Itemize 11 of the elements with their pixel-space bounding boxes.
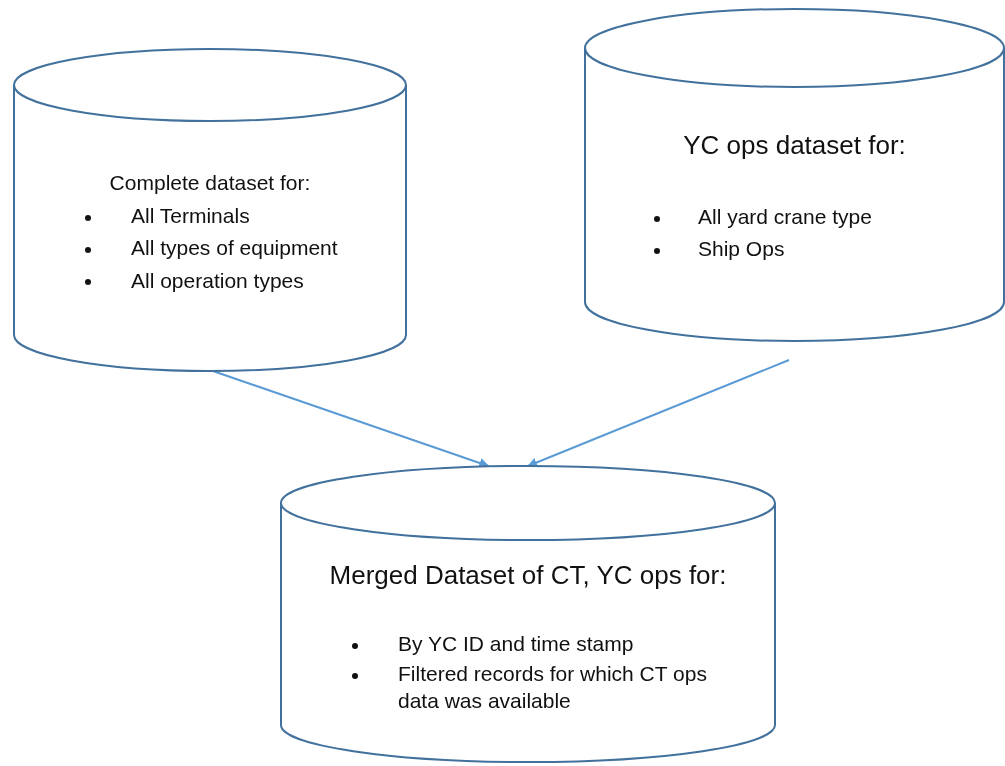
bullet-text: Ship Ops [698,236,785,263]
bullet-text: By YC ID and time stamp [398,631,634,657]
cylinder-heading: Complete dataset for: [108,170,312,196]
bullet-text: All types of equipment [131,235,338,262]
bullet-text: All operation types [131,267,304,294]
bullet-text: Filtered records for which CT ops data was available [398,661,708,714]
arrow [527,359,791,468]
cylinder-heading: YC ops dataset for: [682,130,907,162]
cylinder-heading: Merged Dataset of CT, YC ops for: [328,560,728,592]
bullet-text: All yard crane type [698,204,872,230]
bullet-text: All Terminals [131,203,250,229]
